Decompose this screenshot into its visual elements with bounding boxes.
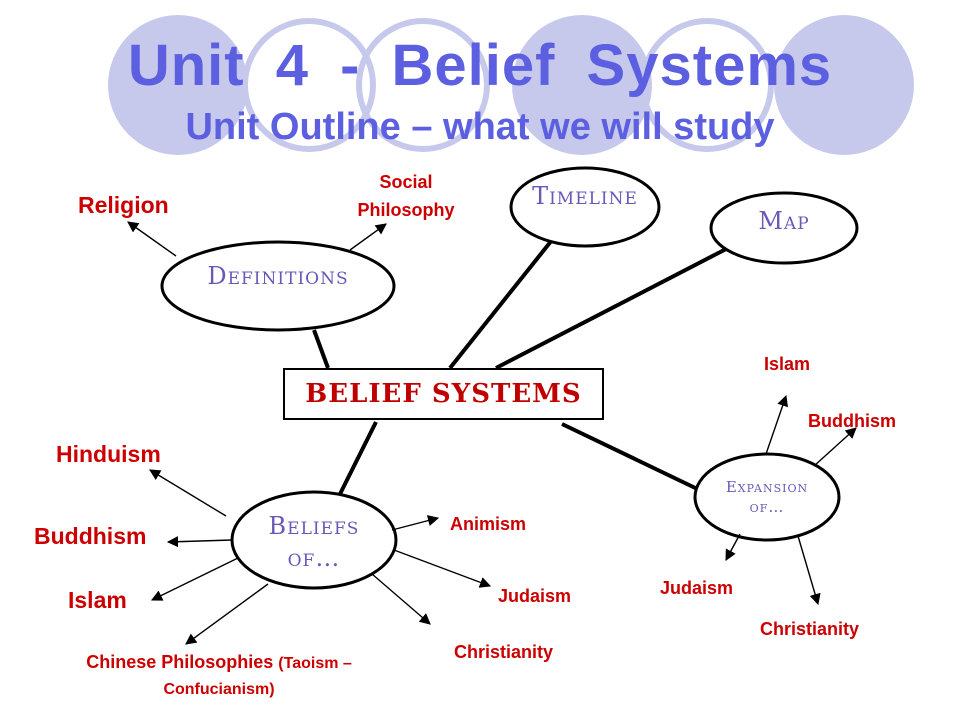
leaf-hinduism: Hinduism — [56, 441, 161, 467]
map-label: Map — [758, 207, 810, 235]
connector-definitions — [312, 329, 330, 369]
chinese-main: Chinese Philosophies — [86, 652, 274, 672]
leaf-christianity-expansion: Christianity — [760, 619, 860, 639]
decor-circle-1 — [108, 15, 248, 155]
beliefs-ellipse — [230, 490, 398, 590]
leaf-judaism-beliefs: Judaism — [498, 586, 572, 606]
expansion-label-line2: of… — [749, 498, 785, 516]
chinese-paren-open: (Taoism – — [278, 655, 352, 672]
expansion-ellipse — [693, 452, 841, 542]
belief-systems-label: BELIEF SYSTEMS — [305, 379, 582, 409]
definitions-ellipse — [160, 240, 396, 332]
leaf-animism: Animism — [450, 514, 527, 534]
decor-circle-3 — [356, 18, 490, 152]
arrow-buddhism-b — [166, 536, 233, 548]
arrow-chinese — [185, 583, 269, 645]
definitions-label: Definitions — [207, 262, 349, 290]
decor-circle-4 — [512, 15, 652, 155]
leaf-christianity-beliefs: Christianity — [454, 642, 554, 662]
leaf-judaism-expansion: Judaism — [660, 578, 734, 598]
beliefs-label-line2: of… — [287, 544, 341, 572]
beliefs-label-line1: Beliefs — [268, 512, 360, 540]
expansion-label-line1: Expansion — [725, 478, 809, 496]
map-ellipse — [709, 191, 859, 265]
connector-expansion — [561, 422, 713, 498]
chinese-paren-close: Confucianism) — [163, 681, 275, 698]
page-title: Unit 4 - Belief Systems — [127, 33, 833, 98]
leaf-buddhism-expansion: Buddhism — [808, 411, 896, 431]
leaf-chinese-philosophies: Chinese Philosophies (Taoism – Confucian… — [40, 650, 398, 702]
leaf-islam-expansion: Islam — [764, 354, 811, 374]
arrow-social-philosophy — [349, 223, 387, 251]
connector-timeline — [448, 238, 554, 370]
timeline-ellipse — [509, 166, 661, 248]
page-subtitle: Unit Outline – what we will study — [185, 106, 775, 148]
leaf-buddhism-beliefs: Buddhism — [34, 523, 147, 549]
arrow-animism — [391, 515, 440, 531]
arrow-judaism-e — [725, 533, 741, 561]
arrow-buddhism-e — [813, 427, 857, 467]
arrow-islam-e — [765, 394, 789, 455]
belief-systems-box: BELIEF SYSTEMS — [283, 368, 604, 420]
leaf-social-philosophy: Social Philosophy — [357, 172, 455, 220]
arrow-islam-b — [150, 557, 239, 601]
arrow-christianity-e — [797, 535, 821, 606]
leaf-religion: Religion — [78, 192, 169, 218]
arrow-judaism-b — [393, 549, 492, 588]
decor-circle-6 — [774, 15, 914, 155]
timeline-label: Timeline — [532, 182, 638, 210]
leaf-islam-beliefs: Islam — [68, 587, 127, 613]
arrow-hinduism — [149, 469, 227, 517]
arrow-christianity-b — [371, 573, 431, 625]
connector-beliefs — [334, 421, 378, 503]
connector-map — [495, 246, 729, 370]
decor-circle-5 — [640, 18, 774, 152]
arrow-religion — [127, 221, 177, 257]
